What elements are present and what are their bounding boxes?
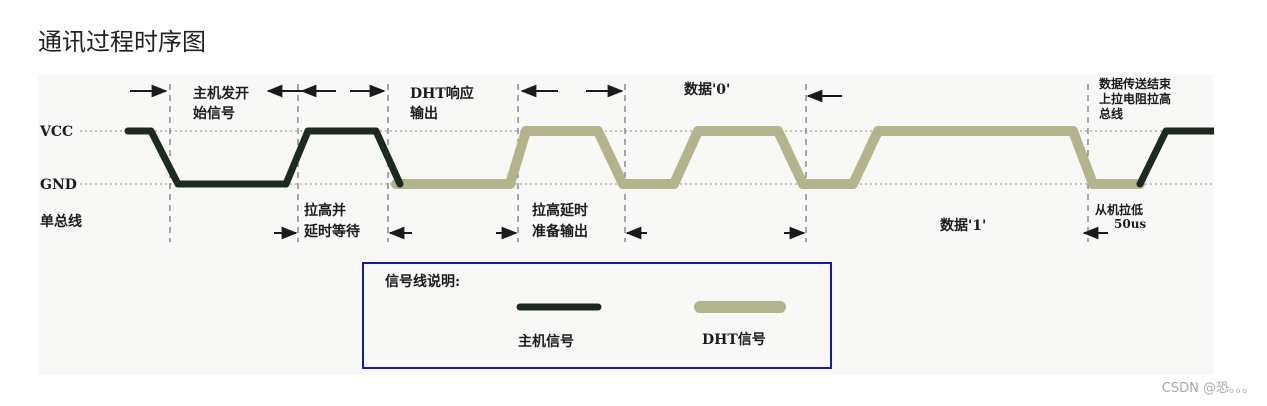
timing-arrows xyxy=(130,84,842,103)
legend-dht-label: DHT信号 xyxy=(702,331,766,348)
csdn-watermark: CSDN @恐。。。 xyxy=(1161,381,1255,396)
page-title: 通讯过程时序图 xyxy=(38,28,206,56)
legend-box xyxy=(362,262,832,369)
data0-label: 数据'0' xyxy=(684,81,730,98)
legend-title: 信号线说明: xyxy=(385,273,460,290)
legend-host-label: 主机信号 xyxy=(518,333,574,350)
slave-low-label-line2: 50us xyxy=(1114,217,1146,231)
end-label-line3: 总线 xyxy=(1099,106,1123,121)
vcc-label: VCC xyxy=(39,124,73,140)
pull-high-wait-label-line1: 拉高并 xyxy=(304,202,346,219)
data1-label: 数据'1' xyxy=(940,217,986,234)
end-label-line1: 数据传送结束 xyxy=(1099,76,1172,91)
host-start-label-line1: 主机发开 xyxy=(193,85,249,102)
pull-high-wait-label-line2: 延时等待 xyxy=(303,223,360,240)
ready-label-line1: 拉高延时 xyxy=(532,202,588,219)
host-signal-release xyxy=(1136,127,1214,188)
timing-diagram: VCC GND 单总线 主机发开 始信号 拉高并 延时等待 DHT响应 输出 拉… xyxy=(38,74,1214,375)
slave-low-label-line1: 从机拉低 xyxy=(1095,202,1143,217)
end-label-line2: 上拉电阻拉高 xyxy=(1099,91,1171,106)
gnd-label: GND xyxy=(40,177,77,193)
bus-label: 单总线 xyxy=(40,213,82,230)
dht-response-label-line1: DHT响应 xyxy=(410,85,474,102)
dht-signal-waveform xyxy=(391,126,1145,189)
legend: 信号线说明: 主机信号 DHT信号 xyxy=(362,262,832,369)
host-start-label-line2: 始信号 xyxy=(193,105,235,122)
ready-label-line2: 准备输出 xyxy=(532,223,588,240)
host-signal-waveform xyxy=(124,127,404,188)
dht-response-label-line2: 输出 xyxy=(410,105,438,122)
